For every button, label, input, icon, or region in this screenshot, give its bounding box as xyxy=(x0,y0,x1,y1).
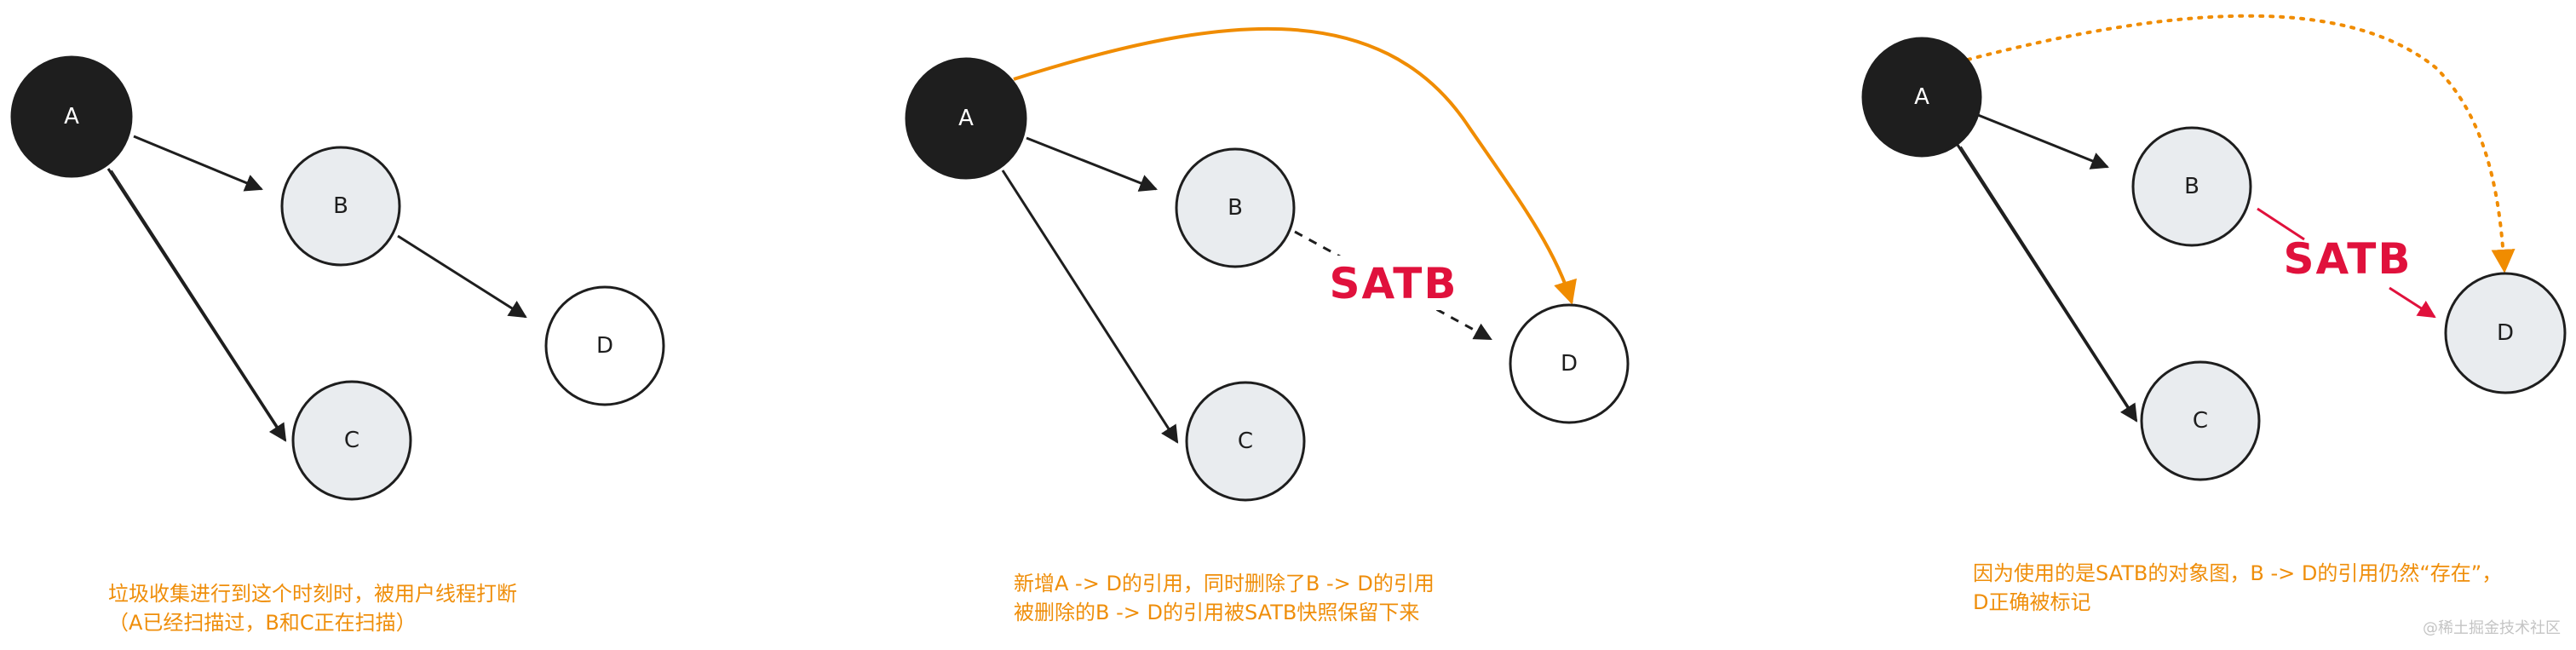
node-a-label: A xyxy=(958,106,974,131)
edge-a-c-sketch xyxy=(111,170,284,435)
edge-a-b xyxy=(1026,136,1158,192)
caption-line: 被删除的B -> D的引用被SATB快照保留下来 xyxy=(1014,601,1420,624)
caption-line: 新增A -> D的引用，同时删除了B -> D的引用 xyxy=(1014,572,1435,595)
edge-b-d-satb-end xyxy=(2389,286,2436,319)
caption-panel-1: 垃圾收集进行到这个时刻时，被用户线程打断 （A已经扫描过，B和C正在扫描） xyxy=(108,579,517,637)
edge-a-c xyxy=(106,168,287,442)
node-b-label: B xyxy=(333,193,348,219)
edge-b-d-deleted xyxy=(1294,230,1492,341)
caption-line: 垃圾收集进行到这个时刻时，被用户线程打断 xyxy=(108,582,517,606)
caption-line: 因为使用的是SATB的对象图，B -> D的引用仍然“存在”， xyxy=(1973,561,2503,585)
edge-a-b xyxy=(133,135,263,192)
edge-a-c xyxy=(1956,144,2138,423)
panel-3: SATB A B C D xyxy=(1861,14,2567,481)
node-d-label: D xyxy=(2497,320,2514,346)
panel-1: A B C D xyxy=(10,55,665,501)
node-b-label: B xyxy=(2184,174,2199,199)
edge-a-b xyxy=(1977,113,2109,170)
node-a: A xyxy=(10,55,133,178)
node-d: D xyxy=(544,285,665,406)
edge-a-d-new xyxy=(1013,26,1577,305)
node-b: B xyxy=(280,146,401,267)
caption-panel-2: 新增A -> D的引用，同时删除了B -> D的引用 被删除的B -> D的引用… xyxy=(1014,569,1435,627)
node-c-label: C xyxy=(1238,429,1253,454)
edge-b-d xyxy=(397,234,527,319)
node-b-label: B xyxy=(1228,195,1243,221)
edge-a-c xyxy=(1001,170,1179,444)
node-d-label: D xyxy=(1561,351,1578,377)
edge-b-d-satb-start xyxy=(2257,207,2305,241)
satb-label: SATB xyxy=(1329,259,1458,308)
node-a-label: A xyxy=(1914,84,1929,110)
watermark: @稀土掘金技术社区 xyxy=(2423,619,2561,637)
caption-line: （A已经扫描过，B和C正在扫描） xyxy=(108,611,417,635)
panel-2: SATB A B C D xyxy=(905,26,1630,502)
node-c: C xyxy=(1185,381,1306,502)
satb-label-bg xyxy=(1329,256,1457,310)
node-d-label: D xyxy=(596,333,613,359)
satb-label: SATB xyxy=(2283,234,2412,284)
node-b: B xyxy=(1175,147,1296,268)
node-b: B xyxy=(2131,126,2252,247)
node-d: D xyxy=(1509,303,1630,424)
edge-a-c-sketch xyxy=(1960,146,2135,416)
node-d: D xyxy=(2444,272,2567,394)
node-c: C xyxy=(291,380,412,501)
node-a: A xyxy=(905,57,1027,180)
node-a: A xyxy=(1861,37,1982,158)
edge-a-d-dotted xyxy=(1966,14,2516,273)
node-a-label: A xyxy=(64,104,79,129)
caption-panel-3: 因为使用的是SATB的对象图，B -> D的引用仍然“存在”， D正确被标记 xyxy=(1973,559,2502,617)
caption-line: D正确被标记 xyxy=(1973,590,2091,614)
node-c: C xyxy=(2140,360,2261,481)
node-c-label: C xyxy=(344,428,359,453)
node-c-label: C xyxy=(2193,408,2208,434)
